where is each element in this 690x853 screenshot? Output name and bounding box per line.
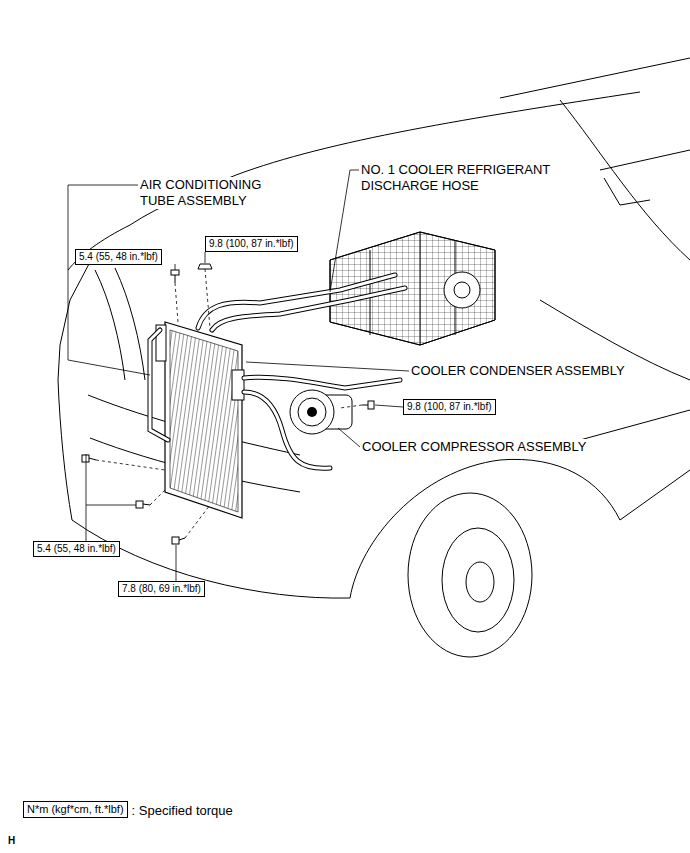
car-body: [58, 58, 690, 598]
compressor: [290, 390, 352, 434]
torque-box: 5.4 (55, 48 in.*lbf): [33, 541, 120, 557]
torque-box: 9.8 (100, 87 in.*lbf): [205, 236, 298, 252]
torque-box: 7.8 (80, 69 in.*lbf): [118, 581, 205, 597]
condenser: [156, 322, 244, 518]
part-name: COOLER CONDENSER ASSEMBLY: [409, 363, 627, 379]
torque-box: 9.8 (100, 87 in.*lbf): [403, 399, 496, 415]
part-name: COOLER COMPRESSOR ASSEMBLY: [360, 439, 588, 455]
torque-value: 5.4 (55, 48 in.*lbf): [37, 543, 116, 555]
part-name: NO. 1 COOLER REFRIGERANT DISCHARGE HOSE: [359, 162, 578, 194]
install-lines: [96, 269, 362, 538]
part-name: AIR CONDITIONING TUBE ASSEMBLY: [138, 177, 292, 209]
bolts: [82, 264, 374, 544]
torque-value: 9.8 (100, 87 in.*lbf): [407, 401, 492, 413]
legend-text: : Specified torque: [130, 803, 235, 819]
torque-box: 5.4 (55, 48 in.*lbf): [75, 249, 162, 265]
torque-value: 5.4 (55, 48 in.*lbf): [79, 251, 158, 263]
torque-value: 7.8 (80, 69 in.*lbf): [122, 583, 201, 595]
figure-code: H: [6, 833, 17, 849]
torque-value: 9.8 (100, 87 in.*lbf): [209, 238, 294, 250]
tire: [408, 493, 532, 657]
torque-box: N*m (kgf*cm, ft.*lbf): [23, 801, 128, 818]
torque-value: N*m (kgf*cm, ft.*lbf): [27, 803, 124, 816]
leader-lines: [68, 170, 409, 581]
